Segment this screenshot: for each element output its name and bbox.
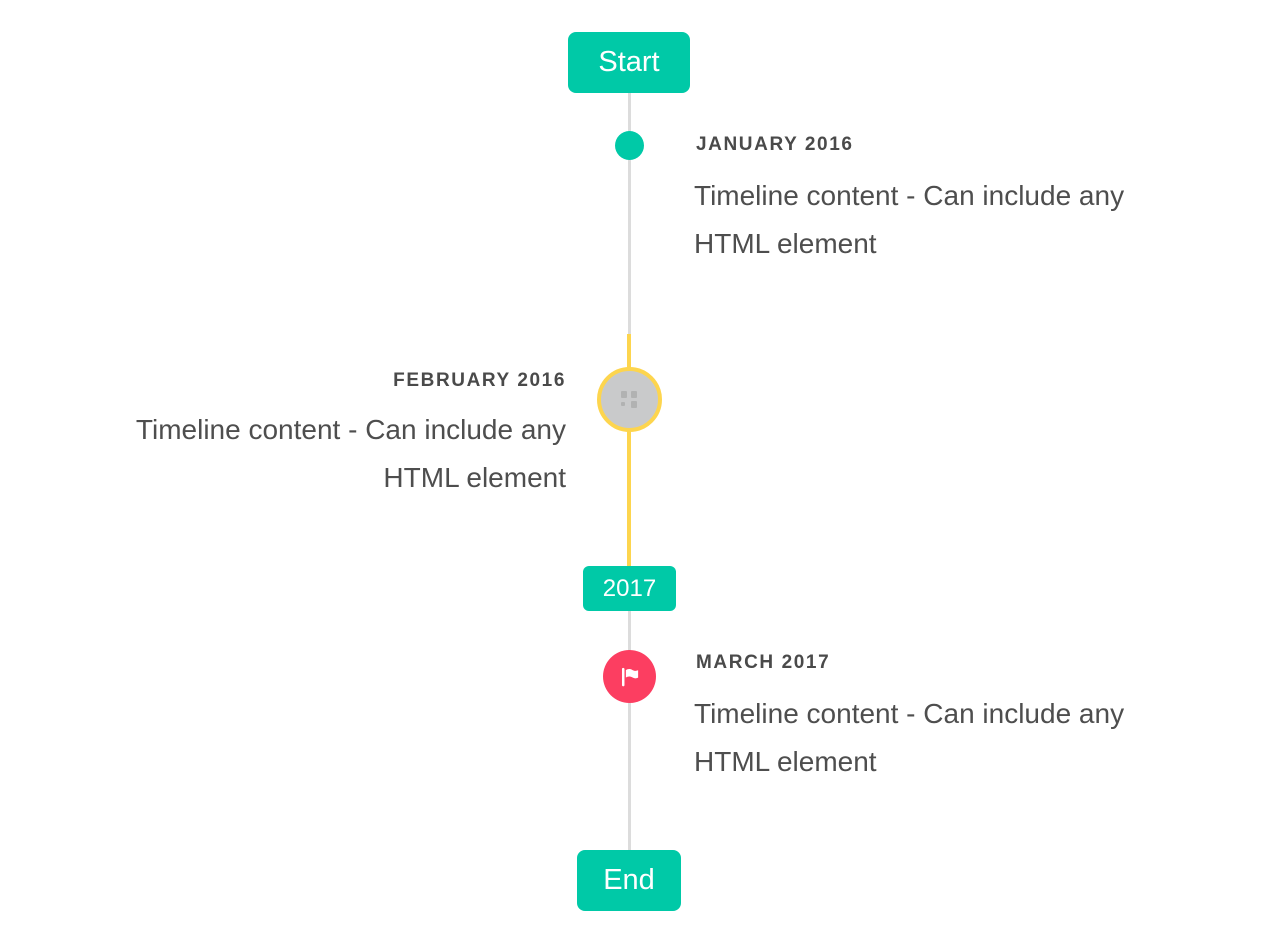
timeline-start-label: Start [598,46,660,78]
event-content-line: Timeline content - Can include any [694,180,1125,211]
event-content-line: Timeline content - Can include any [694,698,1125,729]
event-content-line: HTML element [694,228,877,259]
timeline-marker-image[interactable] [597,367,662,432]
event-content: Timeline content - Can include any HTML … [6,406,566,502]
timeline-start-pill: Start [568,32,690,93]
timeline-period-label: 2017 [602,574,657,602]
timeline-end-pill: End [577,850,681,911]
timeline-line-highlight-segment [627,334,631,374]
event-content-line: HTML element [694,746,877,777]
event-content: Timeline content - Can include any HTML … [694,172,1234,268]
event-title: MARCH 2017 [696,652,831,673]
event-content-line: HTML element [383,462,566,493]
event-content-line: Timeline content - Can include any [135,414,566,445]
timeline-line-segment [628,93,631,334]
timeline-period-badge: 2017 [583,566,676,611]
event-content: Timeline content - Can include any HTML … [694,690,1234,786]
timeline-end-label: End [603,864,655,896]
timeline-line-segment [628,611,631,851]
broken-image-icon [619,390,641,410]
flag-icon [617,664,643,690]
event-title: JANUARY 2016 [696,134,854,155]
timeline-marker-dot[interactable] [615,131,644,160]
timeline-line-highlight-segment [627,427,631,567]
timeline-marker-flag[interactable] [603,650,656,703]
event-title: FEBRUARY 2016 [393,370,566,391]
